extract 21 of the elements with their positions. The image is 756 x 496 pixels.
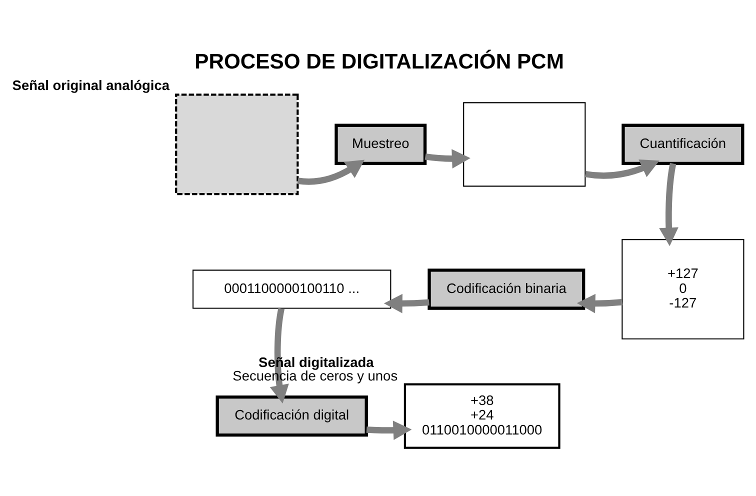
node-label: Secuencia de ceros y unos [232, 368, 398, 384]
arrow [366, 420, 412, 440]
node-label: Señal original analógica [12, 78, 170, 93]
node-box: Cuantificación [622, 124, 744, 166]
node-box: Codificación binaria [428, 268, 586, 310]
node-box [463, 102, 586, 187]
node-box [175, 94, 299, 196]
arrow [270, 308, 289, 404]
arrow [584, 159, 660, 179]
node-box: +127 0 -127 [622, 239, 744, 340]
node-box: Codificación digital [216, 395, 368, 437]
arrow [659, 162, 678, 246]
arrow [384, 294, 430, 314]
node-box: 0001100000100110 ... [192, 270, 392, 309]
diagram-title: PROCESO DE DIGITALIZACIÓN PCM [194, 50, 564, 74]
arrow [424, 149, 470, 168]
node-box: +38 +24 0110010000011000 [404, 383, 560, 449]
node-box: Muestreo [334, 124, 427, 166]
arrow [576, 294, 622, 314]
arrow [297, 160, 365, 185]
node-label: Señal digitalizada [258, 354, 374, 370]
